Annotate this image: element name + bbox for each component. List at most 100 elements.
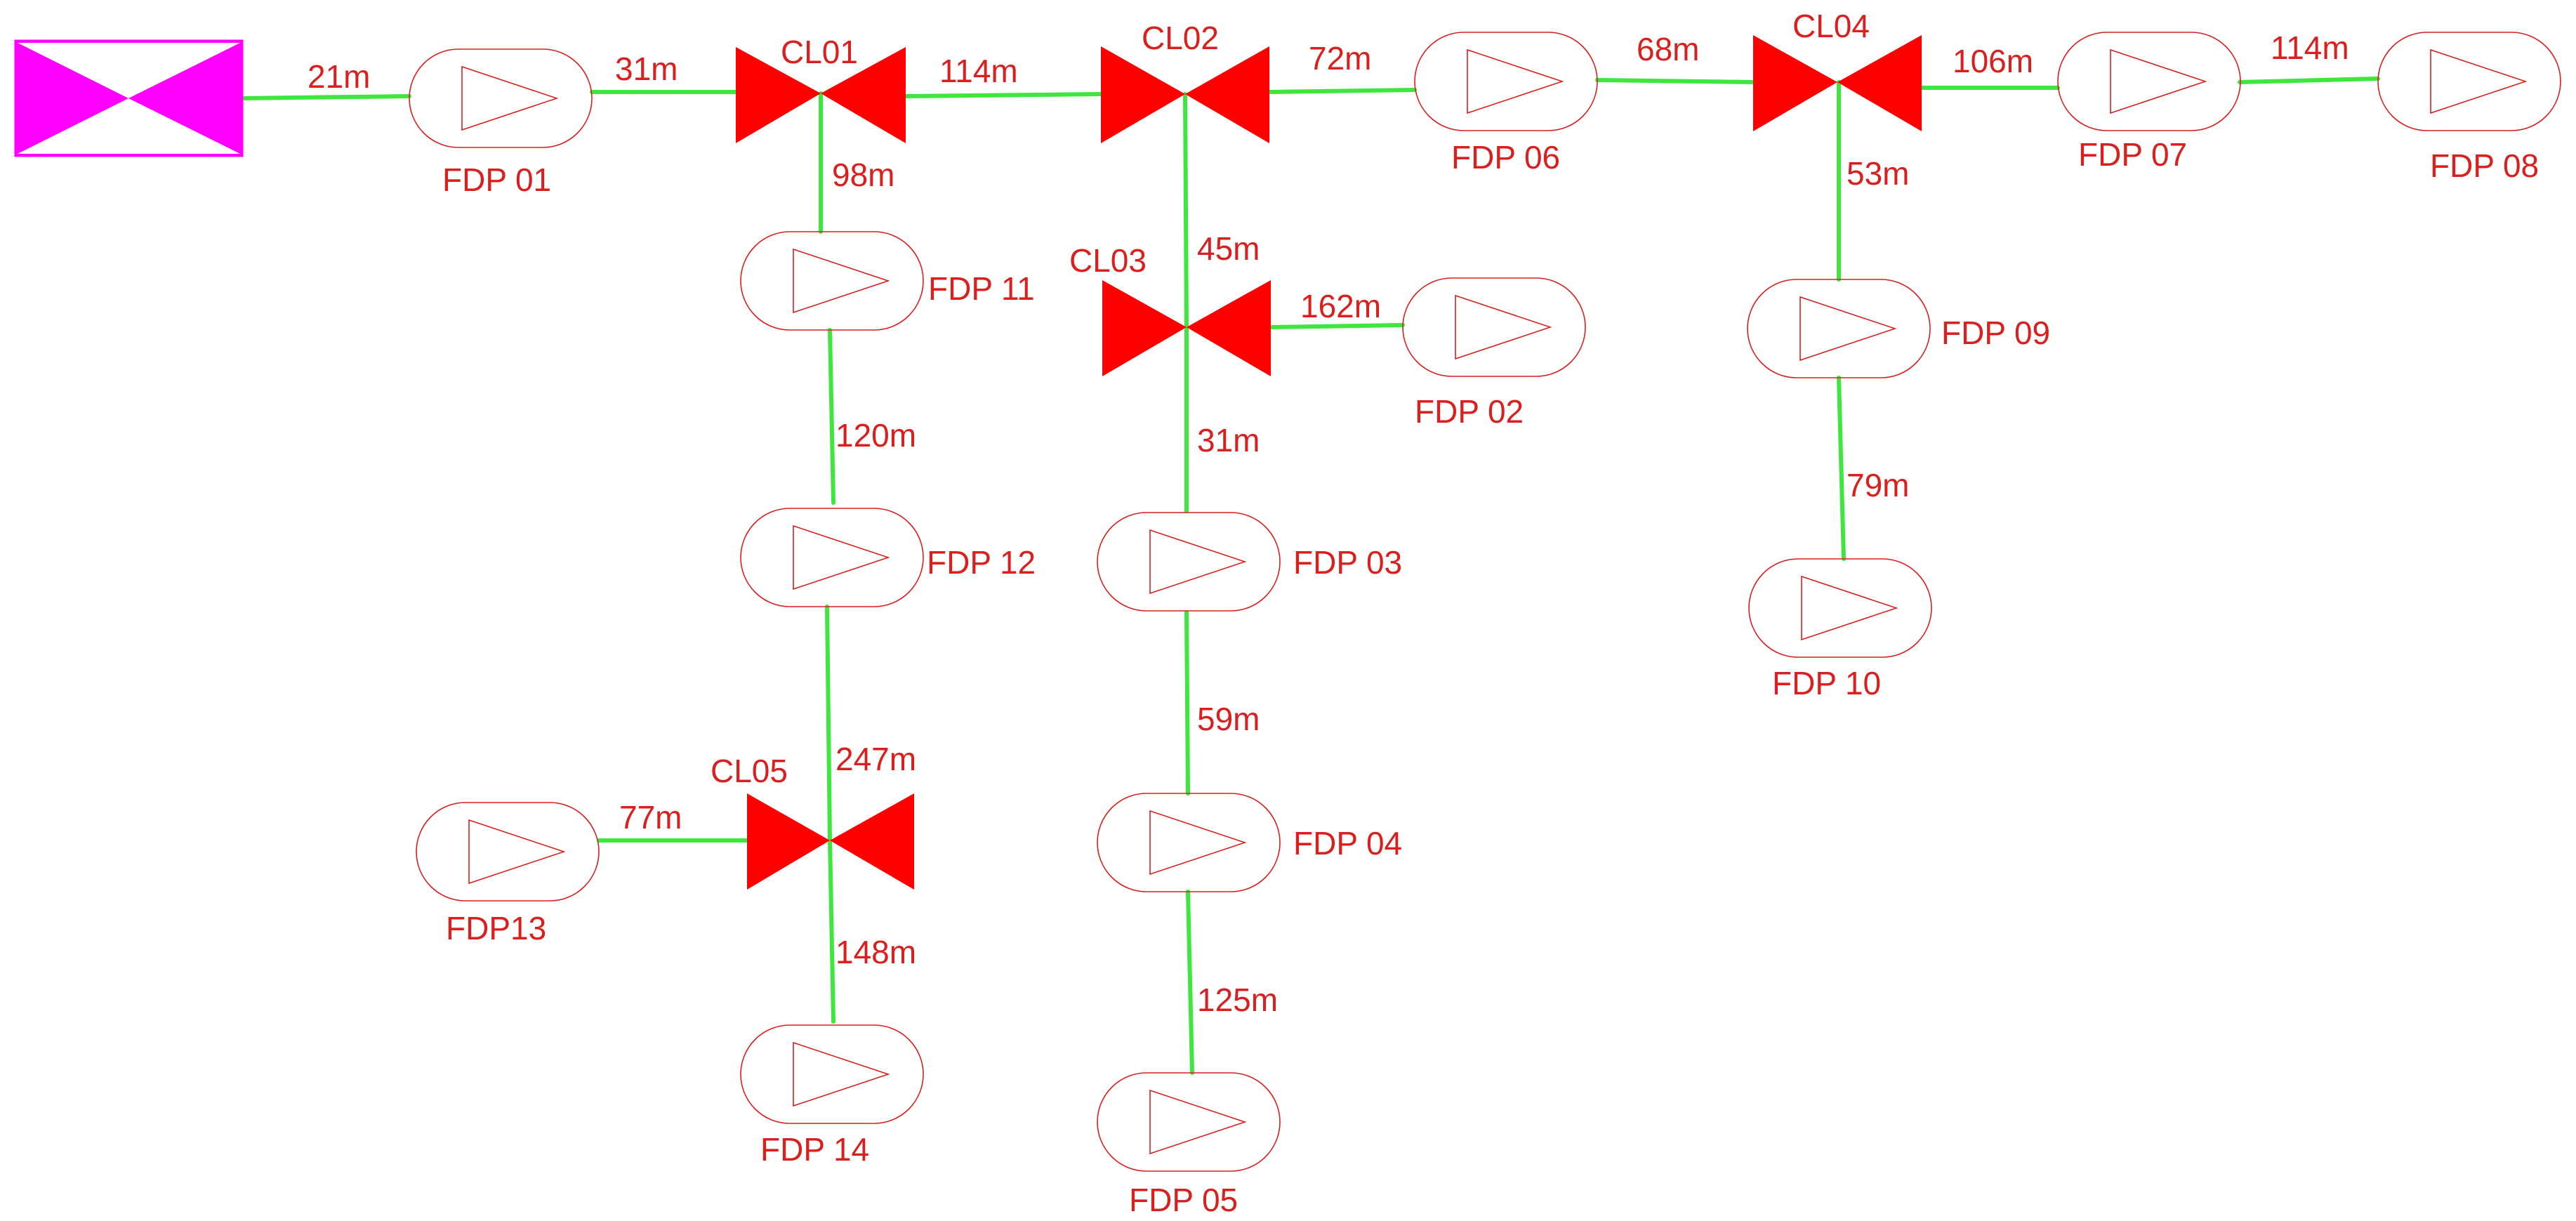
fdp-10-box <box>1748 558 1932 658</box>
link-fdp11-fdp12[interactable] <box>828 328 835 505</box>
fdp-09-splitter-icon <box>1799 296 1897 362</box>
fdp-01-splitter-icon <box>461 65 559 131</box>
link-fdp09-fdp10[interactable] <box>1837 376 1846 561</box>
fdp-14-box <box>740 1024 924 1124</box>
fdp-06-box <box>1414 32 1598 131</box>
cl03-right-triangle <box>1187 280 1271 376</box>
fdp-07[interactable]: FDP 07 <box>2057 32 2241 173</box>
link-cl03-fdp02[interactable] <box>1269 323 1405 329</box>
fdp-08-box <box>2377 32 2561 131</box>
link-length-labels: 21m 31m 114m 72m 68m 106m 114m 98m 120m … <box>308 29 2349 1018</box>
length-cl01-cl02: 114m <box>939 53 1018 89</box>
fdp-02[interactable]: FDP 02 <box>1402 277 1586 430</box>
closure-cl05[interactable]: CL05 <box>711 753 914 890</box>
length-fdp12-cl05: 247m <box>835 741 916 777</box>
cl02-left-triangle <box>1101 46 1185 143</box>
fdp-05-splitter-icon <box>1149 1089 1247 1155</box>
fdp-12[interactable]: FDP 12 <box>740 508 1036 607</box>
link-src-fdp01[interactable] <box>240 94 411 100</box>
fdp-13-splitter-icon <box>468 819 566 885</box>
fdp-08-splitter-icon <box>2430 48 2528 114</box>
fdp-11-box <box>740 231 924 331</box>
cl04-right-triangle <box>1837 35 1922 131</box>
fdp-01-label: FDP 01 <box>442 161 551 198</box>
fdp-08[interactable]: FDP 08 <box>2377 32 2561 184</box>
fdp-06[interactable]: FDP 06 <box>1414 32 1598 176</box>
cl01-right-triangle <box>821 47 906 143</box>
fdp-09-label: FDP 09 <box>1941 315 2050 351</box>
cl04-left-triangle <box>1753 35 1837 131</box>
length-fdp11-fdp12: 120m <box>835 417 916 454</box>
cl02-label: CL02 <box>1142 20 1219 56</box>
link-fdp06-cl04[interactable] <box>1595 78 1755 84</box>
fdp-03-label: FDP 03 <box>1293 544 1402 581</box>
length-fdp07-fdp08: 114m <box>2271 29 2349 66</box>
length-fdp01-cl01: 31m <box>615 51 678 87</box>
length-src-fdp01: 21m <box>308 58 370 95</box>
fdp-14-label: FDP 14 <box>760 1131 869 1168</box>
fdp-02-box <box>1402 277 1586 377</box>
link-fdp07-fdp08[interactable] <box>2238 77 2380 84</box>
fdp-08-label: FDP 08 <box>2430 147 2539 184</box>
cable-links <box>240 77 2380 1075</box>
cl04-label: CL04 <box>1792 8 1870 44</box>
source-top-triangle <box>18 43 240 98</box>
fdp-14[interactable]: FDP 14 <box>740 1024 924 1168</box>
fdp-04-label: FDP 04 <box>1293 825 1402 862</box>
fdp-07-box <box>2057 32 2241 131</box>
length-fdp13-cl05: 77m <box>619 799 682 836</box>
length-cl01-fdp11: 98m <box>832 157 894 193</box>
length-fdp04-fdp05: 125m <box>1197 982 1278 1018</box>
fdp-10-label: FDP 10 <box>1772 665 1881 701</box>
fdp-03-splitter-icon <box>1149 529 1247 595</box>
link-cl02-fdp06[interactable] <box>1267 88 1417 94</box>
closure-cl04[interactable]: CL04 <box>1753 8 1922 131</box>
link-fdp03-fdp04[interactable] <box>1184 610 1190 796</box>
fdp-14-splitter-icon <box>793 1041 890 1107</box>
closure-cl02[interactable]: CL02 <box>1101 20 1269 143</box>
fdp-02-splitter-icon <box>1455 294 1552 360</box>
fdp-10[interactable]: FDP 10 <box>1748 558 1932 701</box>
cl05-left-triangle <box>747 793 830 890</box>
fdp-10-splitter-icon <box>1801 575 1898 641</box>
closure-cl03[interactable]: CL03 <box>1069 242 1271 376</box>
length-cl03-fdp03: 31m <box>1197 422 1260 458</box>
closure-nodes: CL01 CL02 CL03 CL04 CL05 <box>711 8 1922 890</box>
cl03-label: CL03 <box>1069 242 1147 279</box>
link-cl01-cl02[interactable] <box>904 92 1103 98</box>
fdp-12-label: FDP 12 <box>927 544 1036 581</box>
fdp-11-label: FDP 11 <box>928 270 1035 307</box>
fdp-13[interactable]: FDP13 <box>416 802 600 946</box>
source-node[interactable] <box>14 39 244 157</box>
fdp-04-box <box>1097 793 1281 892</box>
fdp-07-label: FDP 07 <box>2078 136 2187 173</box>
fdp-01[interactable]: FDP 01 <box>409 48 593 198</box>
fdp-05[interactable]: FDP 05 <box>1097 1072 1281 1218</box>
fdp-09[interactable]: FDP 09 <box>1747 279 2050 378</box>
fdp-04-splitter-icon <box>1149 810 1247 876</box>
fdp-09-box <box>1747 279 1931 378</box>
link-cl05-fdp14[interactable] <box>828 838 835 1024</box>
fdp-12-splitter-icon <box>793 524 890 590</box>
cl03-left-triangle <box>1102 280 1187 376</box>
fdp-04[interactable]: FDP 04 <box>1097 793 1402 892</box>
fdp-07-splitter-icon <box>2110 48 2207 114</box>
cl01-left-triangle <box>736 47 821 143</box>
fdp-11[interactable]: FDP 11 <box>740 231 1035 331</box>
fdp-05-box <box>1097 1072 1281 1172</box>
fdp-13-box <box>416 802 600 902</box>
link-fdp12-cl05[interactable] <box>825 605 832 843</box>
fdp-11-splitter-icon <box>793 248 890 314</box>
length-fdp09-fdp10: 79m <box>1847 467 1909 503</box>
link-fdp04-fdp05[interactable] <box>1186 890 1194 1075</box>
fdp-01-box <box>409 48 593 148</box>
fdp-06-label: FDP 06 <box>1451 139 1560 176</box>
source-bottom-triangle <box>18 98 240 154</box>
length-fdp03-fdp04: 59m <box>1197 701 1260 737</box>
closure-cl01[interactable]: CL01 <box>736 34 906 143</box>
link-cl02-cl03[interactable] <box>1183 92 1189 329</box>
fdp-03[interactable]: FDP 03 <box>1097 512 1402 612</box>
fdp-05-label: FDP 05 <box>1129 1182 1238 1218</box>
fdp-nodes: FDP 01 FDP 02 FDP 03 FDP 04 FDP 05 FDP 0… <box>409 32 2561 1218</box>
